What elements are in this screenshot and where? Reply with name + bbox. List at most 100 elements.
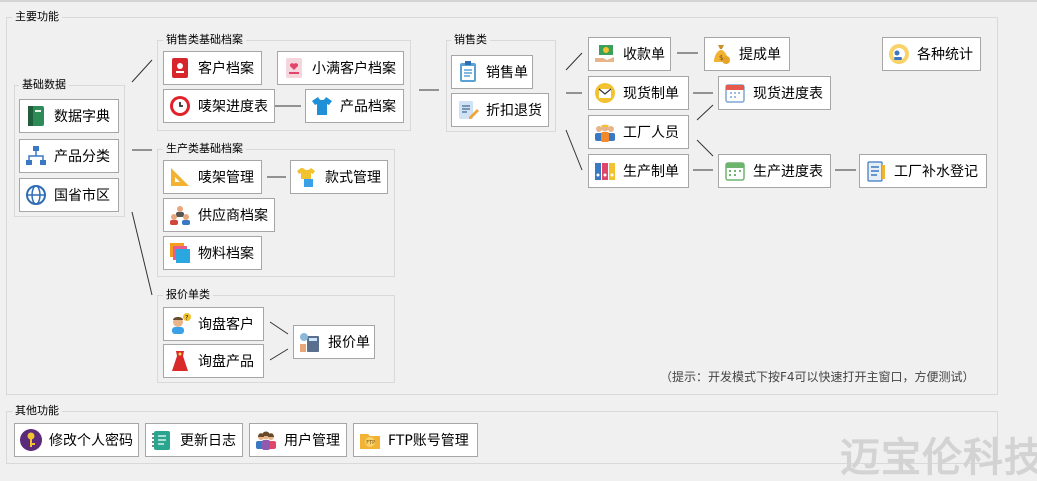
inquiry-customer-button[interactable]: ? 询盘客户 [163, 307, 264, 341]
quote-label: 报价单 [328, 335, 370, 351]
main-functions-group [6, 17, 998, 395]
key-icon [20, 429, 42, 451]
production-progress-label: 生产进度表 [753, 164, 823, 180]
binders-icon [595, 163, 615, 180]
quote-button[interactable]: 报价单 [293, 325, 375, 359]
supplier-archive-button[interactable]: 供应商档案 [163, 198, 275, 232]
commission-label: 提成单 [739, 47, 781, 63]
sales-group-label: 销售类 [451, 34, 490, 46]
heart-list-icon [286, 58, 302, 78]
production-order-label: 生产制单 [623, 164, 679, 180]
receipt-button[interactable]: 收款单 [588, 37, 671, 71]
quote-group-label: 报价单类 [163, 289, 213, 301]
change-password-button[interactable]: 修改个人密码 [14, 423, 139, 457]
user-manage-button[interactable]: 用户管理 [249, 423, 347, 457]
globe-icon [26, 185, 46, 205]
material-archive-button[interactable]: 物料档案 [163, 236, 262, 270]
supplier-archive-label: 供应商档案 [198, 208, 268, 224]
sales-group [446, 40, 556, 132]
discount-return-label: 折扣退货 [486, 103, 542, 119]
receipt-label: 收款单 [623, 47, 665, 63]
users-icon [256, 431, 276, 450]
edit-doc-icon [459, 101, 479, 119]
workers-icon [595, 124, 615, 142]
calendar-icon [725, 84, 745, 103]
money-hand-icon [595, 45, 614, 62]
hint-text: （提示：开发模式下按F4可以快速打开主窗口，方便测试） [660, 370, 975, 384]
book-icon [28, 106, 44, 126]
sales-order-button[interactable]: 销售单 [451, 55, 533, 89]
production-archive-group [157, 149, 395, 277]
factory-register-label: 工厂补水登记 [894, 164, 978, 180]
mannequin-manage-button[interactable]: 唛架管理 [163, 160, 262, 194]
mannequin-progress-button[interactable]: 唛架进度表 [163, 89, 275, 123]
basic-data-group [14, 85, 125, 217]
style-manage-label: 款式管理 [325, 170, 381, 186]
product-category-label: 产品分类 [54, 149, 110, 165]
data-dictionary-button[interactable]: 数据字典 [19, 99, 119, 133]
statistics-button[interactable]: 各种统计 [882, 37, 981, 71]
customer-card-icon [172, 58, 188, 78]
checklist-icon [867, 161, 885, 182]
basic-data-label: 基础数据 [19, 79, 69, 91]
clipboard-icon [460, 61, 476, 82]
company-watermark: 迈宝伦科技 [840, 435, 1037, 481]
envelope-icon [595, 83, 615, 103]
quote-group [157, 295, 395, 383]
material-archive-label: 物料档案 [198, 246, 254, 262]
data-dictionary-label: 数据字典 [54, 109, 110, 125]
window-top-border [0, 0, 1037, 2]
clothes-icon [297, 168, 315, 187]
people-icon [170, 206, 190, 225]
update-log-button[interactable]: 更新日志 [145, 423, 243, 457]
other-functions-label: 其他功能 [12, 405, 62, 417]
user-manage-label: 用户管理 [284, 433, 340, 449]
statistics-label: 各种统计 [917, 47, 973, 63]
money-bag-icon: $ [714, 45, 730, 64]
ruler-icon [171, 168, 189, 186]
product-archive-button[interactable]: 产品档案 [305, 89, 404, 123]
svg-text:?: ? [185, 315, 188, 322]
product-archive-label: 产品档案 [340, 99, 396, 115]
region-button[interactable]: 国省市区 [19, 178, 119, 212]
person-question-icon: ? [172, 313, 191, 334]
spot-progress-button[interactable]: 现货进度表 [718, 76, 831, 110]
xiaoman-archive-button[interactable]: 小满客户档案 [277, 51, 404, 85]
notebook-icon [152, 431, 170, 450]
discount-return-button[interactable]: 折扣退货 [451, 93, 549, 127]
sales-order-label: 销售单 [486, 65, 528, 81]
sales-archive-group [157, 40, 411, 131]
mannequin-manage-label: 唛架管理 [198, 170, 254, 186]
calendar-grid-icon [725, 162, 745, 181]
update-log-label: 更新日志 [180, 433, 236, 449]
sales-archive-label: 销售类基础档案 [163, 34, 246, 46]
production-order-button[interactable]: 生产制单 [588, 154, 689, 188]
change-password-label: 修改个人密码 [49, 433, 133, 449]
commission-button[interactable]: $ 提成单 [704, 37, 790, 71]
ftp-folder-icon: FTP [360, 434, 380, 449]
inquiry-product-button[interactable]: 询盘产品 [163, 344, 264, 378]
other-functions-group [6, 411, 998, 464]
ftp-manage-button[interactable]: FTP FTP账号管理 [353, 423, 478, 457]
spot-order-button[interactable]: 现货制单 [588, 76, 689, 110]
inquiry-customer-label: 询盘客户 [198, 317, 254, 333]
svg-text:FTP: FTP [366, 440, 375, 446]
product-category-button[interactable]: 产品分类 [19, 139, 119, 173]
mannequin-progress-label: 唛架进度表 [198, 99, 268, 115]
clock-icon [170, 96, 190, 116]
customer-archive-button[interactable]: 客户档案 [163, 51, 262, 85]
ftp-manage-label: FTP账号管理 [388, 433, 469, 449]
hierarchy-icon [26, 146, 46, 165]
xiaoman-archive-label: 小满客户档案 [312, 61, 396, 77]
production-progress-button[interactable]: 生产进度表 [718, 154, 831, 188]
dress-icon [172, 351, 188, 371]
svg-text:$: $ [719, 54, 723, 62]
spot-order-label: 现货制单 [623, 86, 679, 102]
style-manage-button[interactable]: 款式管理 [290, 160, 388, 194]
main-functions-label: 主要功能 [12, 11, 62, 23]
factory-staff-button[interactable]: 工厂人员 [588, 115, 689, 149]
factory-register-button[interactable]: 工厂补水登记 [859, 154, 987, 188]
production-archive-label: 生产类基础档案 [163, 143, 246, 155]
stack-icon [170, 243, 190, 263]
